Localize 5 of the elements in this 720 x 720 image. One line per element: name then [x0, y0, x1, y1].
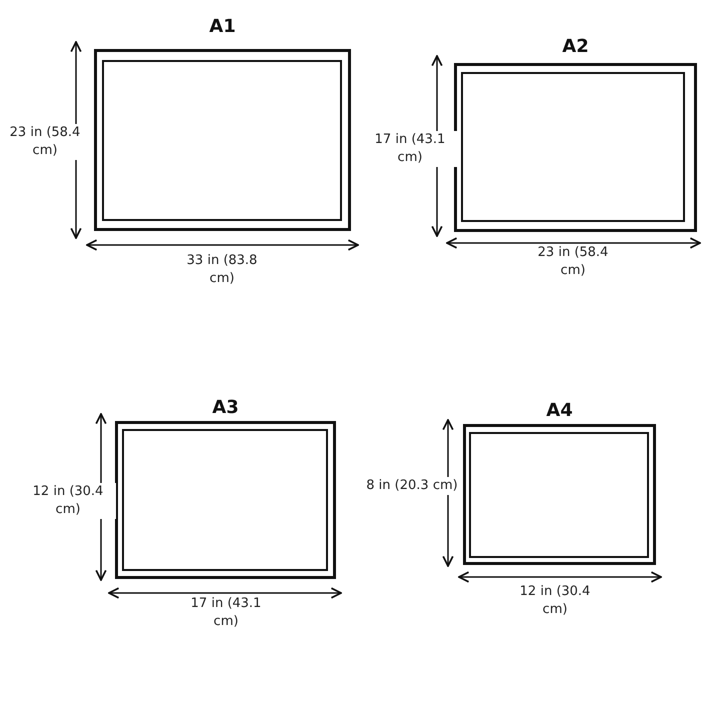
frame-title: A1 — [208, 17, 237, 37]
frame-title: A3 — [211, 398, 240, 418]
frame-title: A2 — [561, 37, 590, 57]
frame-title: A4 — [545, 401, 574, 421]
dimension-label: 8 in (20.3 cm) — [364, 477, 460, 495]
